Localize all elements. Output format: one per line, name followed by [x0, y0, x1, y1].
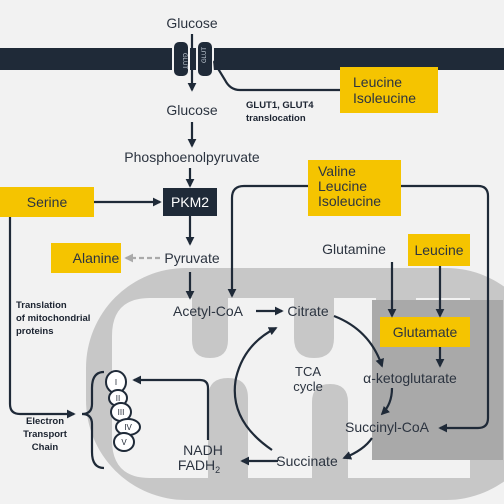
leucine-isoleucine-box [340, 67, 438, 113]
leucine-label: Leucine [414, 242, 463, 258]
complex-4-label: IV [124, 423, 132, 432]
tca-label-line2: cycle [293, 379, 323, 394]
alanine-label: Alanine [73, 250, 120, 266]
succinyl-coa-label: Succinyl-CoA [345, 419, 430, 435]
leucine-isoleucine-line2: Isoleucine [353, 90, 416, 106]
labels: Glucose Glucose GLUT1, GLUT4 translocati… [16, 15, 464, 475]
arrows [8, 34, 490, 466]
translation-line2: of mitochondrial [16, 313, 90, 324]
translation-line3: proteins [16, 326, 53, 337]
bcaa-line2: Leucine [318, 178, 367, 194]
fadh2-subscript: 2 [215, 465, 220, 475]
succinate-to-citrate-arrow [233, 327, 278, 451]
succinylcoa-to-succinate-arrow [342, 437, 373, 460]
complex-1-label: I [115, 378, 117, 387]
cell-membrane [0, 48, 504, 70]
glut-note-line1: GLUT1, GLUT4 [246, 100, 314, 111]
acetyl-coa-label: Acetyl-CoA [173, 303, 244, 319]
complex-5-label: V [121, 438, 127, 447]
electron-transport-chain: I II III IV V [81, 370, 141, 470]
etc-line2: Transport [23, 429, 68, 440]
glut-note-line2: translocation [246, 113, 306, 124]
bcaa-to-acetylcoa-arrow [227, 184, 308, 298]
leucine-box [408, 234, 470, 266]
fadh2-base: FADH [178, 457, 215, 473]
serine-label: Serine [27, 194, 68, 210]
pep-label: Phosphoenolpyruvate [124, 149, 260, 165]
alanine-box [51, 243, 121, 273]
akg-label: α-ketoglutarate [363, 370, 457, 386]
succinate-label: Succinate [276, 453, 338, 469]
complex-3-label: III [118, 408, 125, 417]
glut-right-label: GLUT [202, 47, 208, 63]
pyruvate-label: Pyruvate [164, 250, 219, 266]
tca-label-line1: TCA [295, 364, 321, 379]
serine-box [0, 187, 94, 217]
bcaa-line1: Valine [318, 163, 356, 179]
etc-line1: Electron [26, 416, 64, 427]
bcaa-to-succinylcoa-arrow [401, 184, 490, 433]
glucose-inner-label: Glucose [166, 102, 218, 118]
complex-5 [113, 432, 135, 452]
glut-left-label: GLUT [181, 53, 187, 69]
leucine-isoleucine-line1: Leucine [353, 74, 402, 90]
glut-transporter: GLUT GLUT [172, 40, 214, 78]
translation-line1: Translation [16, 300, 67, 311]
bcaa-line3: Isoleucine [318, 193, 381, 209]
nadh-label: NADH [183, 442, 223, 458]
citrate-label: Citrate [287, 303, 328, 319]
etc-brace [81, 370, 105, 470]
akg-to-succinylcoa-arrow [380, 387, 394, 416]
glut-right-subunit [198, 42, 212, 76]
glutamate-label: Glutamate [393, 324, 458, 340]
complex-2-label: II [116, 394, 120, 403]
glutamate-box [380, 317, 470, 347]
bcaa-box [308, 160, 401, 216]
serine-to-etc-arrow [8, 217, 76, 419]
nadh-to-etc-arrow [132, 375, 210, 440]
glucose-top-label: Glucose [166, 15, 218, 31]
leucine-to-glut-arrow [213, 60, 340, 92]
citrate-to-akg-arrow [333, 314, 384, 368]
glut-left-subunit [174, 42, 188, 76]
etc-line3: Chain [32, 442, 59, 453]
pkm2-label: PKM2 [171, 194, 209, 210]
fadh2-label: FADH2 [178, 457, 220, 475]
pkm2-box [163, 188, 217, 216]
glutamine-label: Glutamine [322, 241, 386, 257]
